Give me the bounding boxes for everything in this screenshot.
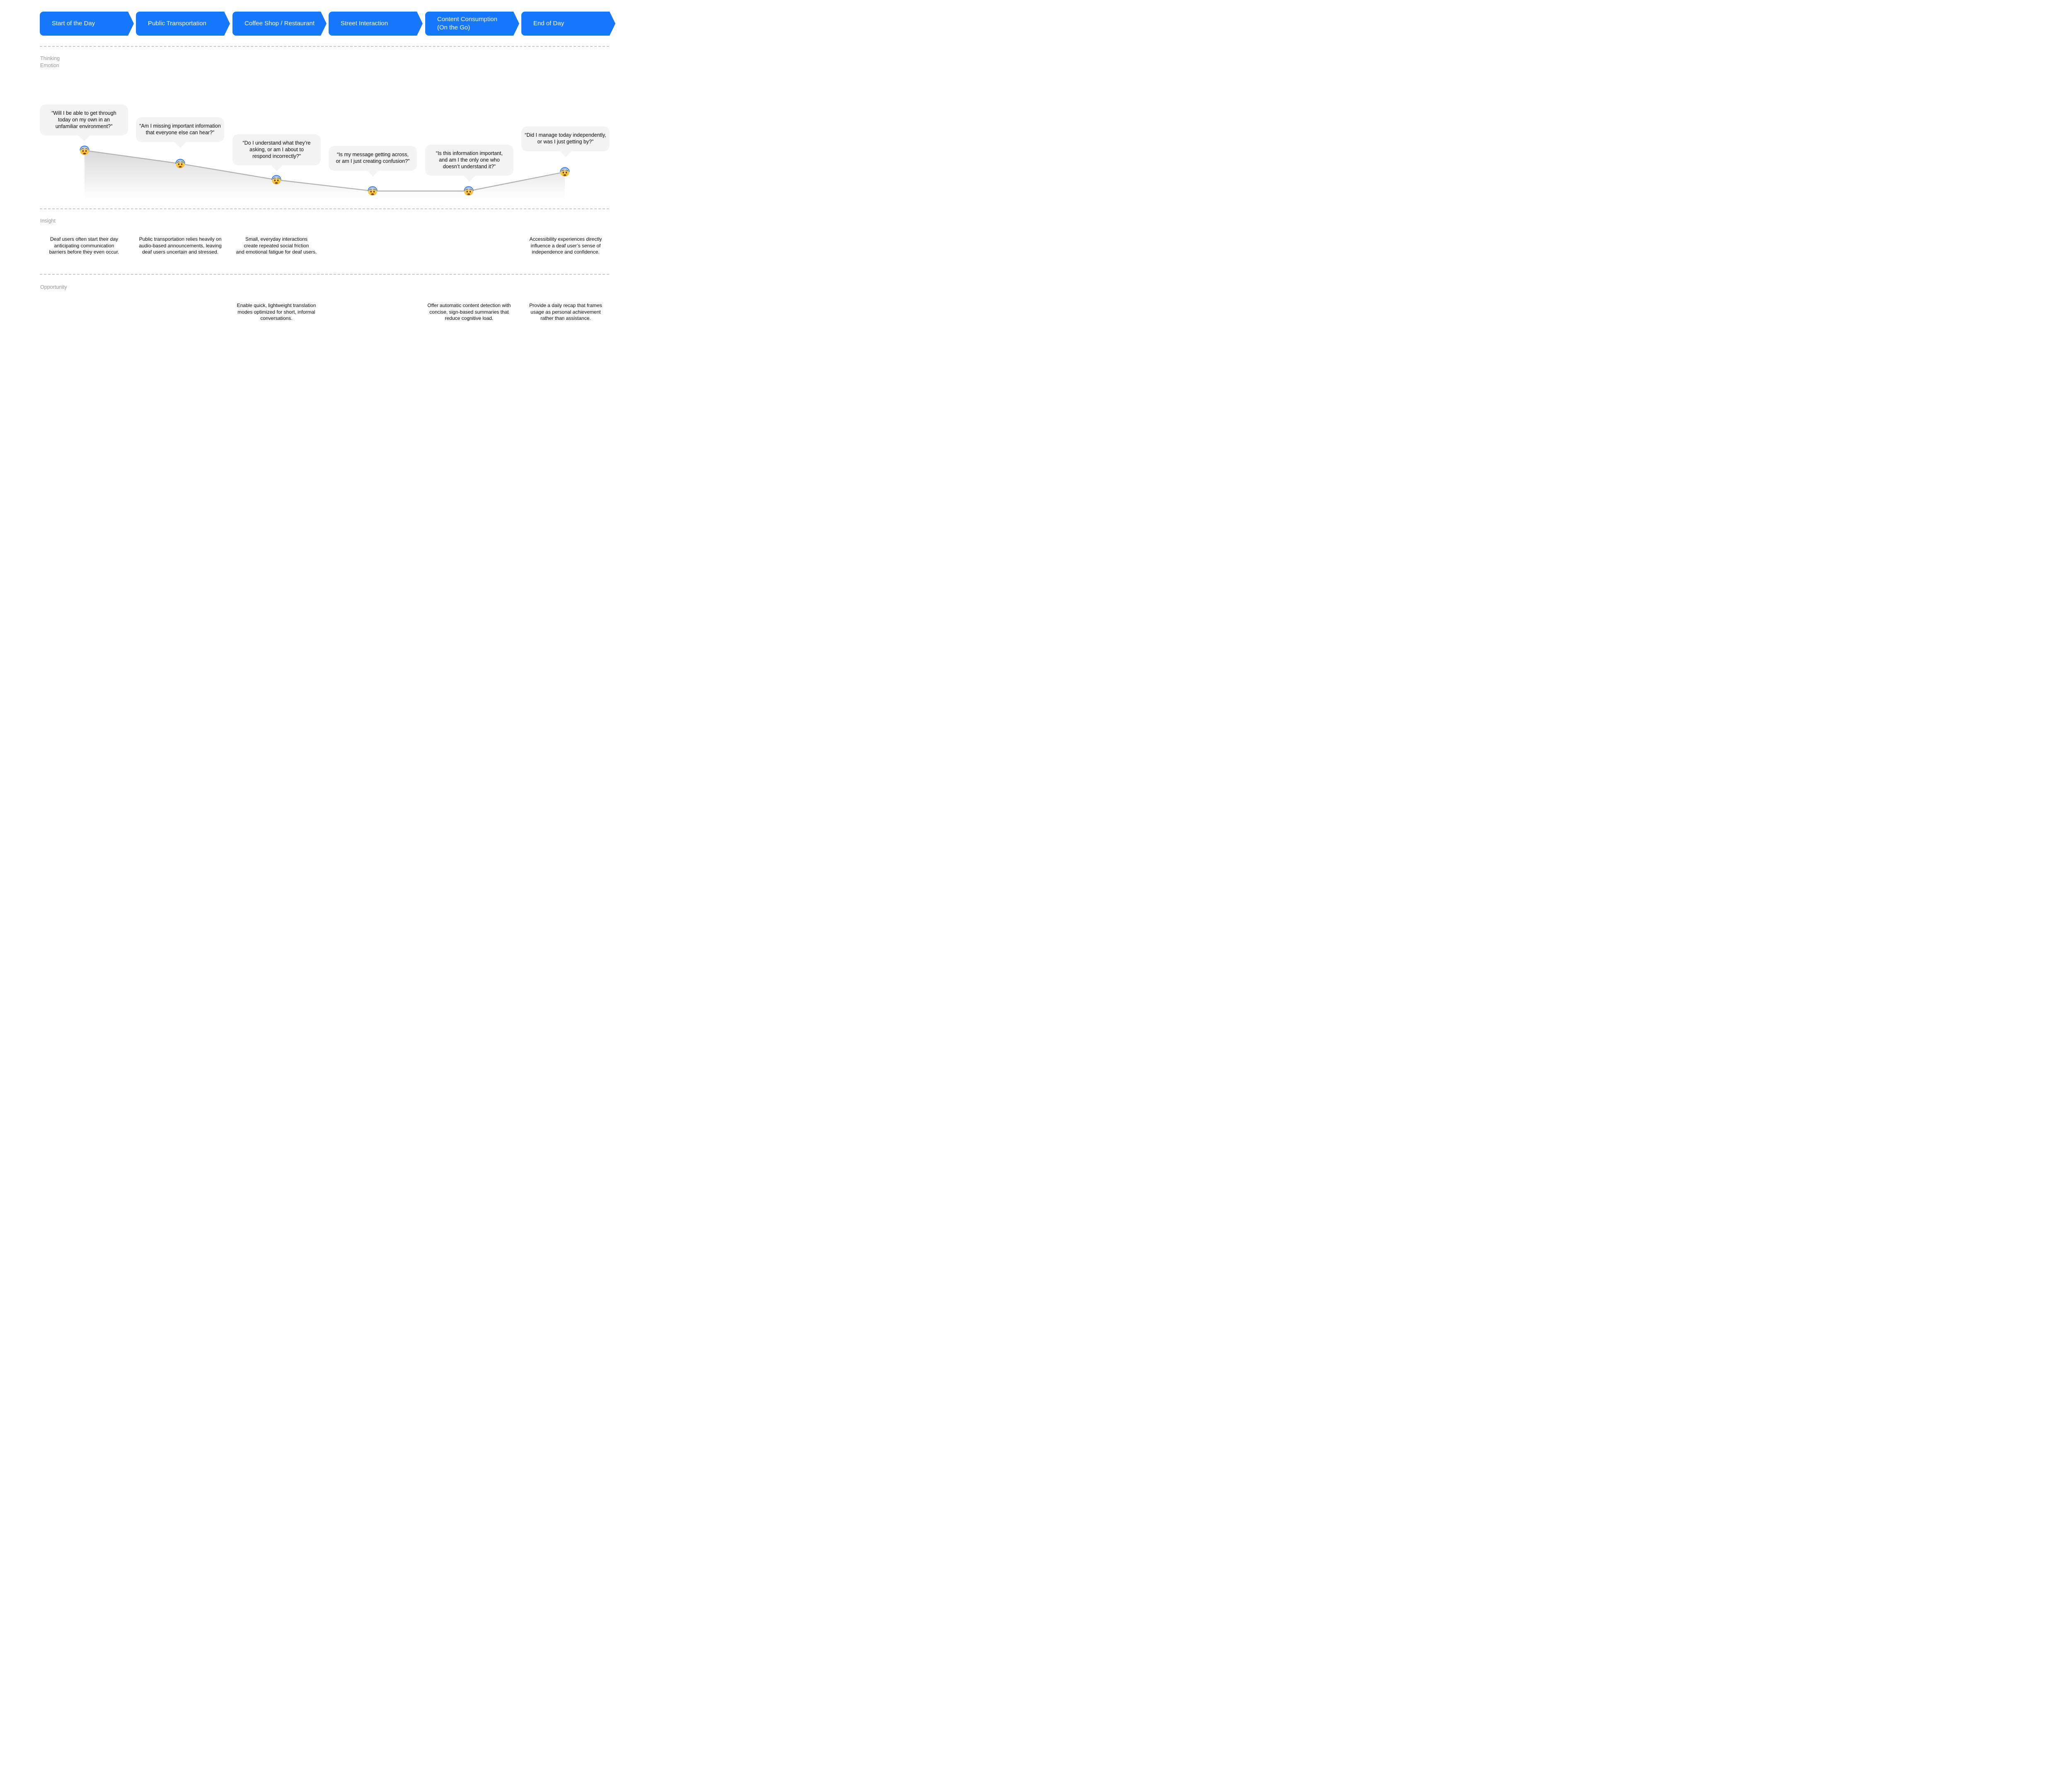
stage-arrow-coffee-shop: Coffee Shop / Restaurant	[232, 12, 327, 36]
insight-text: Accessibility experiences directly influ…	[529, 236, 602, 255]
row-label-thinking-emotion: Thinking Emotion	[40, 56, 60, 68]
opportunity-text: Enable quick, lightweight translation mo…	[237, 302, 316, 322]
stage-label: Content Consumption (On the Go)	[437, 16, 498, 31]
row-label-opportunity: Opportunity	[40, 284, 67, 290]
opportunity-text: Offer automatic content detection with c…	[427, 302, 511, 322]
stage-label: Coffee Shop / Restaurant	[244, 20, 315, 27]
stage-label: End of Day	[533, 20, 564, 27]
fearful-face-emoji	[368, 186, 378, 196]
insight-text: Small, everyday interactions create repe…	[236, 236, 317, 255]
insight-text: Public transportation relies heavily on …	[139, 236, 222, 255]
divider-top	[40, 46, 609, 47]
stage-label: Street Interaction	[341, 20, 388, 27]
opportunity-text: Provide a daily recap that frames usage …	[529, 302, 602, 322]
quote-bubble: “Did I manage today independently, or wa…	[521, 126, 610, 151]
stage-label: Start of the Day	[52, 20, 95, 27]
quote-bubble: “Will I be able to get through today on …	[40, 104, 128, 136]
stage-arrow-public-transportation: Public Transportation	[136, 12, 230, 36]
stage-arrow-street-interaction: Street Interaction	[329, 12, 423, 36]
divider-opportunity	[40, 274, 609, 275]
quote-bubble: “Is my message getting across, or am I j…	[329, 146, 417, 171]
row-label-insight: Insight	[40, 218, 56, 224]
stage-label: Public Transportation	[148, 20, 206, 27]
fearful-face-emoji	[271, 175, 281, 185]
fearful-face-emoji	[80, 145, 90, 155]
journey-map: Start of the Day Public Transportation C…	[0, 0, 650, 365]
fearful-face-emoji	[464, 186, 474, 196]
quote-bubble: “Is this information important, and am I…	[425, 145, 513, 176]
stage-arrow-end-of-day: End of Day	[521, 12, 615, 36]
fearful-face-emoji	[175, 159, 185, 169]
stage-arrow-start-of-day: Start of the Day	[40, 12, 134, 36]
quote-bubble: “Am I missing important information that…	[136, 117, 224, 142]
quote-bubble: “Do I understand what they’re asking, or…	[232, 134, 321, 166]
stage-arrow-content-consumption: Content Consumption (On the Go)	[425, 12, 519, 36]
divider-insight	[40, 208, 609, 209]
fearful-face-emoji	[560, 167, 570, 177]
insight-text: Deaf users often start their day anticip…	[49, 236, 119, 255]
